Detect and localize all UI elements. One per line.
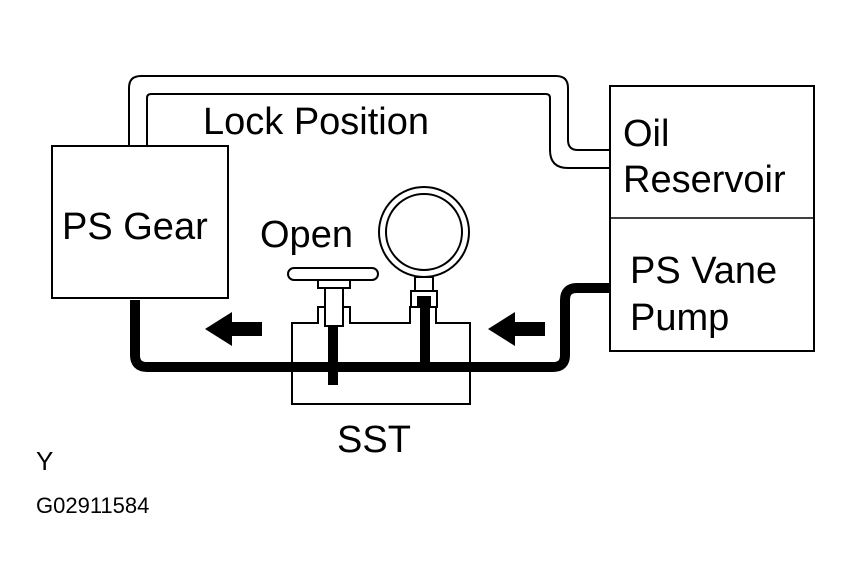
view-marker-label: Y <box>36 446 53 476</box>
lock-position-label: Lock Position <box>203 101 429 143</box>
ps-vane-pump-label-line1: PS Vane <box>630 250 777 292</box>
flow-arrow-left-icon <box>205 312 262 346</box>
sst-body <box>291 306 471 405</box>
oil-reservoir-label-line1: Oil <box>623 113 669 155</box>
return-hose <box>128 75 610 169</box>
sst-label: SST <box>337 419 411 461</box>
ps-gear-label: PS Gear <box>62 206 208 248</box>
ps-gear-box <box>51 145 229 299</box>
oil-reservoir-label-line2: Reservoir <box>623 159 786 201</box>
open-label: Open <box>260 214 353 256</box>
valve-handle <box>287 267 379 327</box>
sst-valve-stem <box>328 285 338 385</box>
ps-vane-pump-label-line2: Pump <box>630 297 729 339</box>
pressure-gauge <box>378 186 470 308</box>
pressure-line <box>130 283 610 372</box>
figure-code-label: G02911584 <box>36 493 149 518</box>
sst-gauge-channel <box>420 300 430 370</box>
flow-arrow-right-icon <box>488 312 545 346</box>
